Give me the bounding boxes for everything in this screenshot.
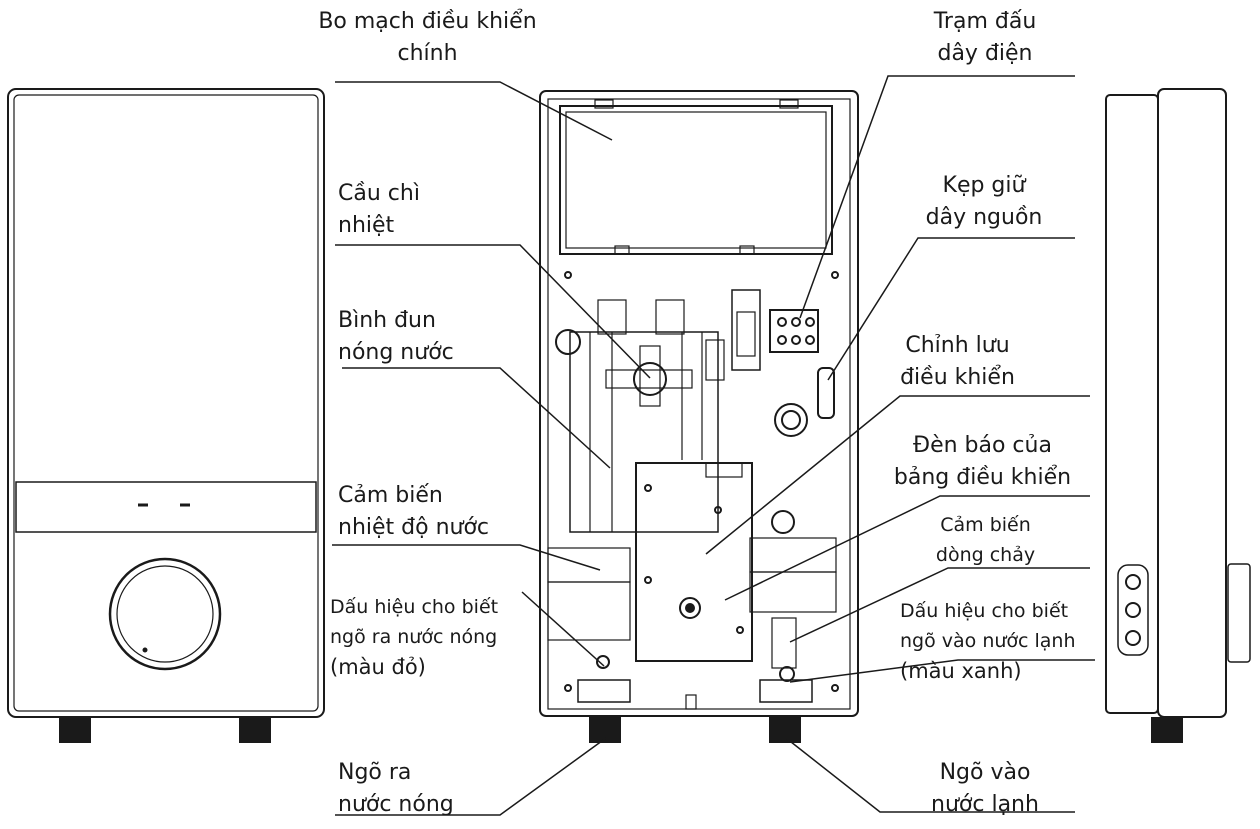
leader-flow-sensor xyxy=(789,567,1090,643)
hot-outlet-fitting xyxy=(577,679,631,703)
control-board xyxy=(559,105,833,255)
rectifier-module xyxy=(635,462,753,662)
grommet xyxy=(774,403,808,437)
leader-panel-indicator xyxy=(724,495,1090,601)
interior-housing xyxy=(539,90,859,717)
interior-view xyxy=(539,90,859,743)
cold-inlet-fitting xyxy=(759,679,813,703)
front-control-knob xyxy=(108,557,222,671)
cable-clamp xyxy=(817,367,835,419)
heater-tank xyxy=(569,331,719,533)
leader-hot-mark xyxy=(521,591,605,667)
temperature-sensor xyxy=(555,329,581,355)
leader-heater-tank xyxy=(342,367,611,469)
side-pipe xyxy=(1151,717,1183,743)
leader-main-board xyxy=(335,81,613,141)
leader-cable-clamp xyxy=(827,237,1075,381)
side-rear-box xyxy=(1105,94,1159,714)
leader-thermal-fuse xyxy=(335,244,651,379)
hot-outlet-pipe xyxy=(589,715,621,743)
side-front-cover xyxy=(1157,88,1227,718)
front-housing xyxy=(7,88,325,718)
leader-rectifier xyxy=(705,395,1090,555)
leader-lines xyxy=(332,75,1095,816)
side-control-knob xyxy=(1227,563,1251,663)
leader-cold-inlet xyxy=(785,737,1075,813)
side-view xyxy=(1105,88,1251,743)
terminal-block xyxy=(769,309,819,353)
cold-inlet-pipe xyxy=(769,715,801,743)
leader-terminal-block xyxy=(799,75,1075,319)
panel-indicator-lamp xyxy=(679,597,701,619)
leader-hot-outlet xyxy=(335,737,607,816)
thermal-fuse xyxy=(633,362,667,396)
front-pipe-right xyxy=(239,717,271,743)
front-pipe-left xyxy=(59,717,91,743)
front-display-band xyxy=(15,481,317,533)
front-view xyxy=(7,88,325,743)
leader-cold-mark xyxy=(789,659,1095,683)
leader-temp-sensor xyxy=(332,544,601,571)
